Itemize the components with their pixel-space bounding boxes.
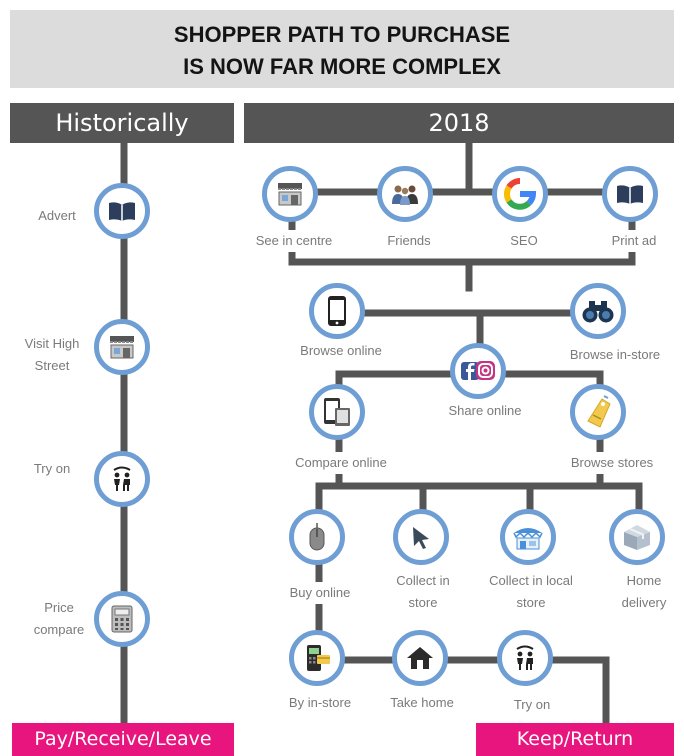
label-collect-local-store: Collect in local store [484,570,578,614]
node-browse-online [309,283,365,339]
node-see-in-centre [262,166,318,222]
node-take-home [392,630,448,686]
shop-awning-icon [513,528,543,550]
node-print-ad [602,166,658,222]
node-browse-stores [570,384,626,440]
title-line-1: SHOPPER PATH TO PURCHASE [173,22,511,47]
binoculars-icon [582,301,614,323]
node-buy-online [289,509,345,565]
label-browse-online: Browse online [282,340,400,362]
node-home-delivery [609,509,665,565]
node-collect-local-store [500,509,556,565]
fitting-room-icon [516,645,534,670]
node-visit-high-street [94,319,150,375]
parcel-icon [624,525,650,550]
label-try-on-2018: Try on [500,694,564,716]
year-2018-header: 2018 [244,103,674,143]
label-friends: Friends [377,230,441,252]
label-print-ad: Print ad [600,230,668,252]
label-by-in-store: By in-store [270,692,370,714]
people-icon [392,185,418,205]
book-icon [617,185,643,204]
label-home-delivery: Home delivery [604,570,684,614]
label-buy-online: Buy online [272,582,368,604]
card-terminal-icon [307,645,330,671]
historical-label-try-on: Try on [30,458,74,480]
outcome-pay-receive-leave: Pay/Receive/Leave [12,723,234,756]
title-banner: SHOPPER PATH TO PURCHASE IS NOW FAR MORE… [10,10,674,88]
node-collect-in-store [393,509,449,565]
connector-browse-row [335,284,604,317]
price-tag-icon [587,395,611,428]
node-price-compare [94,591,150,647]
label-seo: SEO [499,230,549,252]
mouse-icon [309,523,325,551]
label-collect-in-store: Collect in store [380,570,466,614]
storefront-icon [278,183,302,206]
book-icon [109,202,135,221]
historically-header: Historically [10,103,234,143]
node-share-online [450,343,506,399]
fitting-room-icon [113,466,131,491]
connector-purchase-drops [315,482,643,539]
historical-label-price-compare: Price compare [20,597,98,641]
devices-icon [324,398,350,426]
label-share-online: Share online [430,400,540,422]
node-by-in-store [289,630,345,686]
smartphone-icon [328,296,346,326]
cursor-icon [413,527,429,549]
house-icon [407,647,433,669]
node-compare-online [309,384,365,440]
node-friends [377,166,433,222]
node-advert [94,183,150,239]
google-g-icon [504,177,537,210]
calculator-icon [111,605,133,633]
social-media-icon [461,361,495,380]
storefront-icon [110,336,134,359]
label-browse-instore: Browse in-store [550,344,680,366]
historical-label-advert: Advert [20,205,94,227]
label-browse-stores: Browse stores [550,452,674,474]
label-see-in-centre: See in centre [240,230,348,252]
label-compare-online: Compare online [274,452,408,474]
node-try-on-historical [94,451,150,507]
label-take-home: Take home [374,692,470,714]
historical-label-visit-high-street: Visit High Street [10,333,94,377]
node-browse-instore [570,283,626,339]
node-try-on-2018 [497,630,553,686]
title-line-2: IS NOW FAR MORE COMPLEX [183,54,501,79]
outcome-keep-return: Keep/Return [476,723,674,756]
node-seo [492,166,548,222]
